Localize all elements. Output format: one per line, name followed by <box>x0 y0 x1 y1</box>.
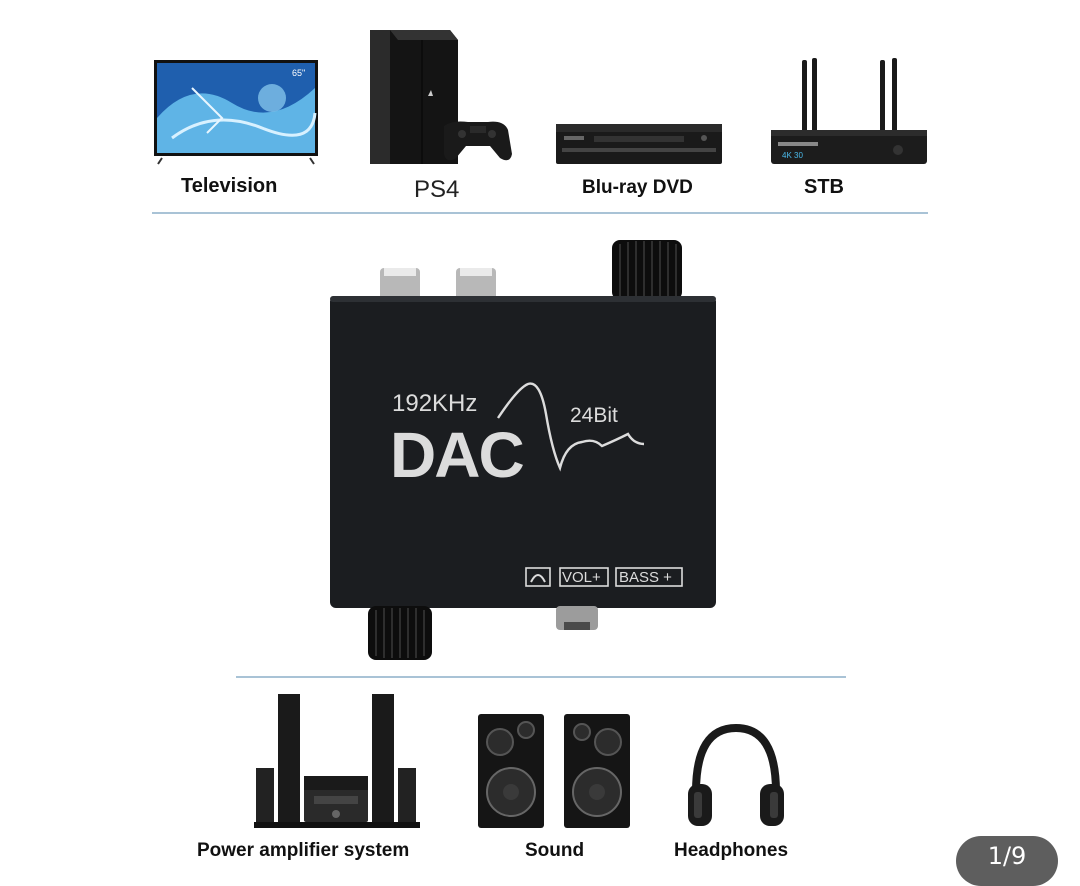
source-label-television: Television <box>181 175 278 197</box>
headphones-image <box>688 723 784 826</box>
source-label-bluray: Blu-ray DVD <box>582 177 693 198</box>
source-label-ps4: PS4 <box>414 176 460 203</box>
dac-sample-rate: 192KHz <box>392 390 478 417</box>
source-label-stb: STB <box>804 176 844 198</box>
ps4-console-image <box>370 30 512 164</box>
dac-bit-depth: 24Bit <box>570 404 618 427</box>
output-label-power-amp: Power amplifier system <box>197 840 410 861</box>
output-label-sound: Sound <box>525 840 585 861</box>
tv-screen-badge: 65" <box>292 68 305 78</box>
stb-display-text: 4K 30 <box>782 151 803 160</box>
speakers-image <box>478 714 630 828</box>
top-divider <box>152 212 928 214</box>
power-amplifier-image <box>254 694 420 828</box>
output-label-headphones: Headphones <box>674 840 789 861</box>
bottom-divider <box>236 676 846 678</box>
dac-bass-label: BASS + <box>619 569 672 586</box>
bluray-player-image <box>556 124 722 164</box>
stb-router-image: 4K 30 <box>771 58 927 164</box>
dac-device-image <box>330 240 716 660</box>
dac-vol-label: VOL+ <box>562 569 601 586</box>
television-image: 65" <box>154 60 318 165</box>
image-pager-badge: 1/9 <box>956 836 1058 886</box>
dac-name: DAC <box>390 419 525 491</box>
